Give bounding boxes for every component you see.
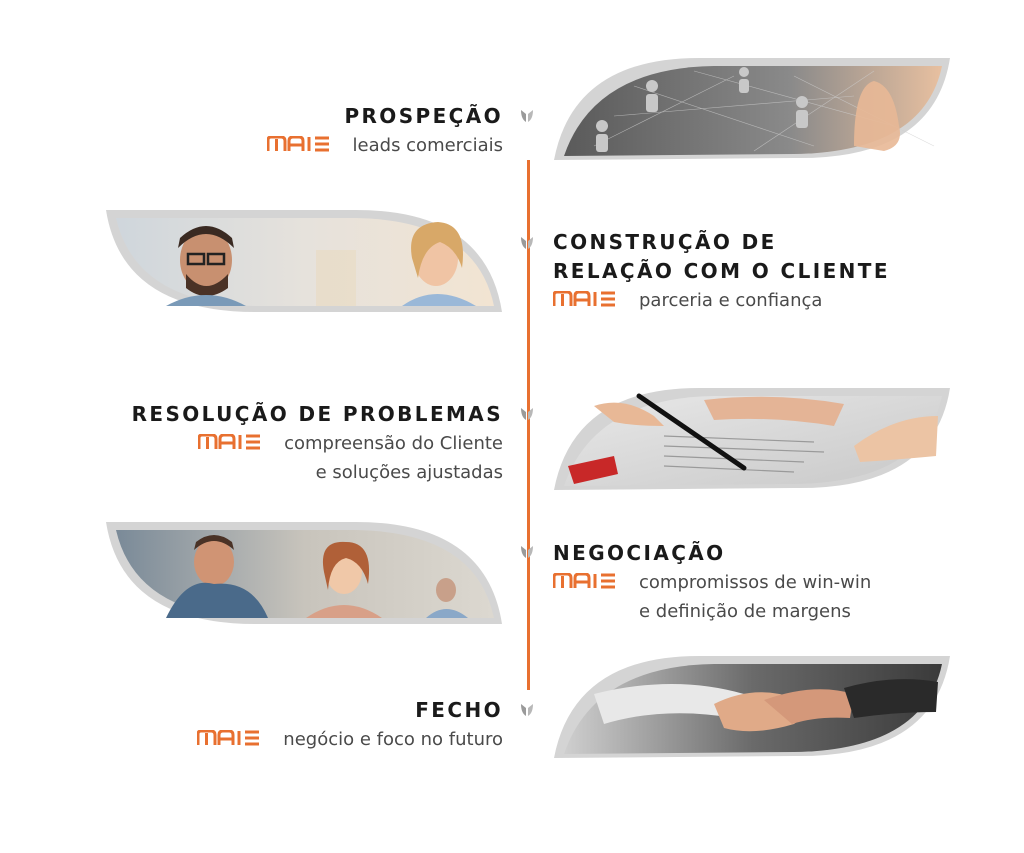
stage-description: negócio e foco no futuro bbox=[197, 725, 503, 754]
chevron-leaf-icon bbox=[520, 703, 534, 717]
stage-title: NEGOCIAÇÃO bbox=[553, 541, 726, 565]
chevron-leaf-icon bbox=[520, 545, 534, 559]
brand-logo bbox=[267, 136, 347, 152]
brand-logo bbox=[553, 573, 633, 589]
stage-description: parceria e confiança bbox=[553, 286, 890, 315]
stage-title: FECHO bbox=[415, 698, 503, 722]
chevron-leaf-icon bbox=[520, 109, 534, 123]
brand-logo bbox=[197, 730, 277, 746]
network-people-photo bbox=[554, 56, 950, 160]
stage-description: e soluções ajustadas bbox=[315, 462, 503, 483]
chevron-leaf-icon bbox=[520, 407, 534, 421]
brand-logo bbox=[198, 434, 278, 450]
stage-fecho: FECHO negócio e foco no futuro bbox=[197, 696, 503, 754]
stage-construcao-relacao: CONSTRUÇÃO DE RELAÇÃO COM O CLIENTE parc… bbox=[553, 228, 890, 315]
brand-logo bbox=[553, 291, 633, 307]
stage-title: PROSPEÇÃO bbox=[344, 104, 503, 128]
stage-description: compreensão do Cliente bbox=[132, 429, 503, 458]
chevron-leaf-icon bbox=[520, 236, 534, 250]
stage-description: leads comerciais bbox=[267, 131, 503, 160]
meeting-smiling-photo bbox=[106, 208, 502, 312]
stage-title: RELAÇÃO COM O CLIENTE bbox=[553, 259, 890, 283]
stage-resolucao-problemas: RESOLUÇÃO DE PROBLEMAS compreensão do Cl… bbox=[132, 400, 503, 487]
team-at-laptop-photo bbox=[106, 520, 502, 624]
stage-description: e definição de margens bbox=[639, 601, 851, 622]
stage-prospecao: PROSPEÇÃO leads comerciais bbox=[267, 102, 503, 160]
timeline-line bbox=[527, 160, 530, 690]
stage-negociacao: NEGOCIAÇÃO compromissos de win-win e def… bbox=[553, 539, 871, 626]
stage-title: RESOLUÇÃO DE PROBLEMAS bbox=[131, 402, 503, 426]
stage-title: CONSTRUÇÃO DE bbox=[553, 230, 777, 254]
contract-signing-photo bbox=[554, 386, 950, 490]
handshake-photo bbox=[554, 654, 950, 758]
stage-description: compromissos de win-win bbox=[553, 568, 871, 597]
